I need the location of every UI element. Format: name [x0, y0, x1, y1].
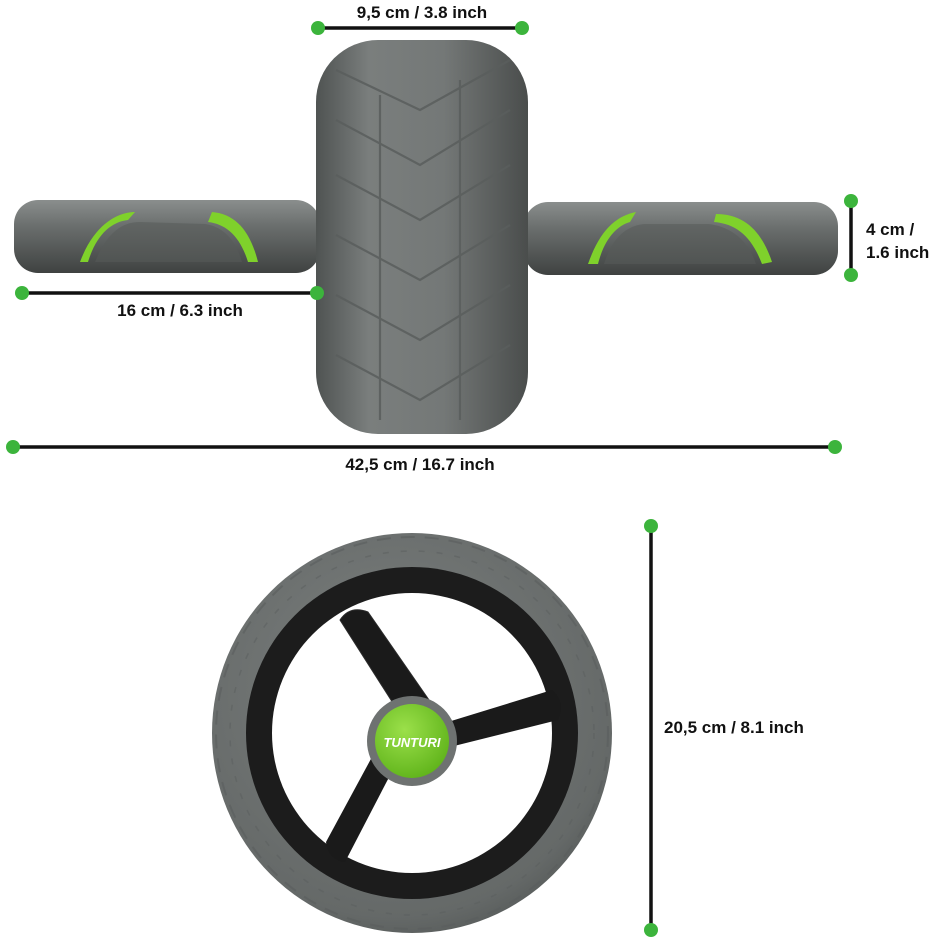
brand-logo: TUNTURI — [383, 735, 440, 750]
dimension-lines — [6, 21, 858, 937]
roller-side-view — [14, 40, 838, 434]
dimension-endpoint-dot-icon — [844, 194, 858, 208]
dimension-endpoint-dot-icon — [644, 519, 658, 533]
total-length-label: 42,5 cm / 16.7 inch — [345, 455, 495, 474]
dimension-endpoint-dot-icon — [311, 21, 325, 35]
wheel-width-label: 9,5 cm / 3.8 inch — [356, 3, 488, 22]
dimension-endpoint-dot-icon — [644, 923, 658, 937]
dimension-endpoint-dot-icon — [15, 286, 29, 300]
dimension-endpoint-dot-icon — [515, 21, 529, 35]
handle-diameter-label: 4 cm / 1.6 inch — [866, 218, 929, 265]
wheel-diameter-label: 20,5 cm / 8.1 inch — [664, 718, 804, 737]
dimension-endpoint-dot-icon — [828, 440, 842, 454]
right-handle — [524, 202, 838, 275]
handle-diameter-line1: 4 cm / — [866, 220, 915, 239]
left-handle — [14, 200, 320, 273]
handle-diameter-line2: 1.6 inch — [866, 243, 930, 263]
wheel-tread-view — [316, 40, 528, 434]
handle-length-label: 16 cm / 6.3 inch — [117, 301, 243, 320]
wheel-face-view — [212, 533, 612, 933]
dimension-endpoint-dot-icon — [6, 440, 20, 454]
dimension-endpoint-dot-icon — [310, 286, 324, 300]
dimension-endpoint-dot-icon — [844, 268, 858, 282]
